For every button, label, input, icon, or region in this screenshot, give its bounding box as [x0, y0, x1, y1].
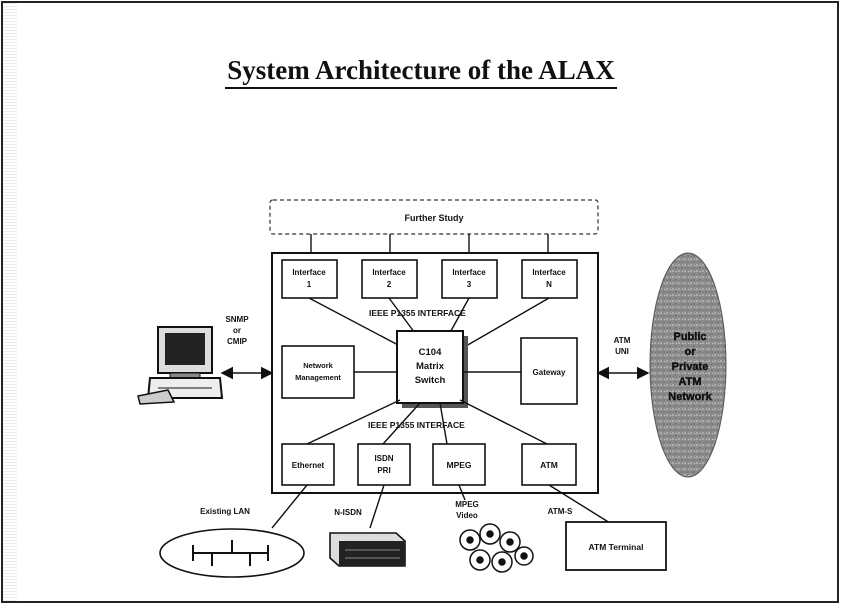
- further-study-label: Further Study: [404, 213, 463, 223]
- gateway-label: Gateway: [533, 368, 566, 377]
- further-study-connectors: [310, 234, 549, 254]
- isdn-link: [369, 484, 385, 529]
- network-cloud-label: Public or Private ATM Network: [668, 331, 713, 403]
- mpeg-box: [432, 443, 486, 486]
- atm-box: [521, 443, 577, 486]
- interface-label: Interface: [452, 268, 486, 277]
- scan-edge: [3, 3, 17, 601]
- computer-workstation-icon: [137, 326, 224, 405]
- bus-bottom-label: IEEE P1355 INTERFACE: [368, 420, 465, 430]
- bottom-module-row: Ethernet ISDN PRI MPEG ATM: [281, 443, 577, 486]
- interface-box: [281, 259, 338, 299]
- snmp-label: SNMP: [225, 315, 249, 324]
- module-label: ATM: [540, 460, 558, 470]
- network-management-label: Network: [303, 361, 333, 370]
- svg-text:ATM: ATM: [678, 376, 701, 388]
- interface-label: Interface: [532, 268, 566, 277]
- mpeg-video-label: MPEG: [455, 500, 479, 509]
- interface-number: N: [546, 280, 552, 289]
- interface-number: 1: [307, 280, 312, 289]
- svg-text:or: or: [685, 346, 697, 358]
- module-label: ISDN: [374, 454, 393, 463]
- snmp-label: or: [233, 326, 241, 335]
- atm-uni-label: ATM: [614, 336, 631, 345]
- n-isdn-label: N-ISDN: [334, 508, 362, 517]
- existing-lan-label: Existing LAN: [200, 507, 250, 516]
- atm-network-cloud: [649, 252, 727, 478]
- module-label: PRI: [377, 466, 390, 475]
- title-text: System Architecture of the ALAX: [225, 55, 617, 89]
- atm-terminal-label: ATM Terminal: [589, 542, 644, 552]
- interface-number: 3: [467, 280, 472, 289]
- interface-label: Interface: [292, 268, 326, 277]
- snmp-label: CMIP: [227, 337, 248, 346]
- svg-text:Private: Private: [672, 361, 709, 373]
- isdn-pri-box: [357, 443, 411, 486]
- switch-label: Switch: [415, 375, 446, 386]
- ethernet-box: [281, 443, 335, 486]
- network-management-label: Management: [295, 373, 341, 382]
- c104-switch: [396, 330, 464, 404]
- switch-label: Matrix: [416, 361, 445, 372]
- atm-s-label: ATM-S: [548, 507, 573, 516]
- module-label: Ethernet: [292, 461, 325, 470]
- bottom-bus-lines: [306, 399, 548, 445]
- module-label: MPEG: [446, 460, 471, 470]
- switch-label: C104: [419, 347, 442, 358]
- interface-number: 2: [387, 280, 392, 289]
- atm-terminal-link: [548, 484, 611, 524]
- interface-box: [361, 259, 418, 299]
- bus-top-label: IEEE P1355 INTERFACE: [369, 308, 466, 318]
- interface-box: [521, 259, 578, 299]
- atm-terminal-box: [565, 521, 667, 571]
- interface-box: [441, 259, 498, 299]
- slide-title: System Architecture of the ALAX: [0, 55, 842, 89]
- lan-link: [271, 484, 308, 529]
- network-management-box: [281, 345, 355, 399]
- video-reels-icon: [459, 523, 534, 573]
- mpeg-video-label: Video: [456, 511, 478, 520]
- isdn-device-icon: [329, 532, 406, 567]
- atm-uni-label: UNI: [615, 347, 629, 356]
- gateway-box: [520, 337, 578, 405]
- svg-text:Network: Network: [668, 391, 712, 403]
- mpeg-link: [458, 484, 466, 501]
- interface-label: Interface: [372, 268, 406, 277]
- further-study-box: [269, 199, 599, 235]
- lan-bus-icon: [192, 540, 269, 566]
- svg-text:Public: Public: [673, 331, 706, 343]
